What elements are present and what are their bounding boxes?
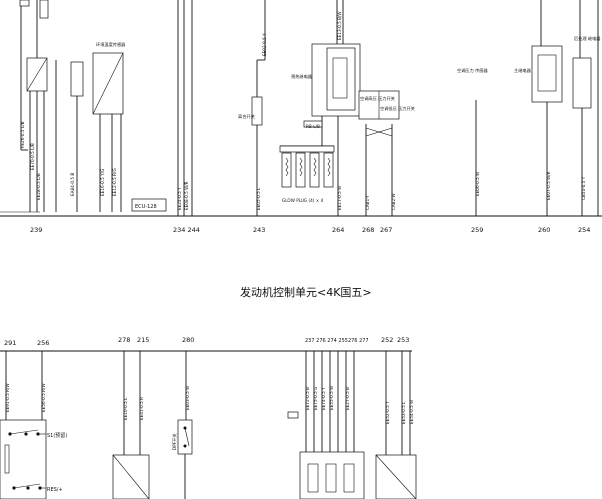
pin-234-244: 234 244	[173, 226, 200, 234]
pin-254: 254	[578, 226, 590, 234]
switch-s1	[8, 429, 46, 436]
aftertreat-relay-label: 后处理 继电器	[574, 35, 601, 42]
wire-code: EE17-0.5 W	[337, 186, 342, 210]
switch-res	[12, 483, 46, 490]
pin-259: 259	[471, 226, 483, 234]
dpf-label: DPF开关	[171, 433, 178, 450]
pin-264: 264	[332, 226, 344, 234]
clutch-label: 离合开关	[238, 113, 255, 120]
top-left-connector	[19, 0, 30, 7]
glow-relay-label: 预热继电器	[291, 73, 313, 80]
wire-code: EE27-0.5 B	[345, 387, 350, 410]
wire-code: EE24-0.5 Y	[177, 187, 182, 210]
wire-code: EE75-0.5 G	[313, 387, 318, 410]
env-sensor-label: 环境温度传感器	[96, 41, 126, 48]
fuse-label: RB-L/B	[306, 124, 320, 129]
pin-243: 243	[253, 226, 265, 234]
clutch-switch	[251, 96, 263, 126]
wire-code: EE55-0.5 W	[329, 386, 334, 410]
pedal-sensor-module	[287, 351, 365, 499]
wire-code: EE13-0.5 B/W	[337, 11, 342, 40]
switch-s1-label: S1(预留)	[47, 432, 67, 439]
aftertreat-relay	[572, 57, 592, 109]
pin-252: 252	[381, 336, 393, 344]
wire-code: EE72-0.5 B	[305, 387, 310, 410]
pin-280: 280	[182, 336, 194, 344]
switch-res-label: RES/+	[47, 487, 63, 493]
wire-code: EE56-0.5 R/W	[41, 383, 46, 412]
wire-code: EE74-0.5 Y	[321, 387, 326, 410]
pin-253: 253	[397, 336, 409, 344]
wire-code: CA82-W	[391, 193, 396, 210]
ac-low-label: 空调低压 压力开关	[380, 105, 415, 112]
wire-code: EE07-0.5 W/R	[546, 171, 551, 200]
wire-code: EA84-0.5 B	[70, 173, 75, 196]
glow-plug-label: GLOW PLUG (4) × 4	[282, 198, 324, 203]
wire-code: EE03-0.5 W	[185, 386, 190, 410]
wire-code: CA81-Y	[365, 195, 370, 210]
diagram-title: 发动机控制单元<4K国五>	[240, 285, 372, 299]
wire-code: EE91-0.5 R/W	[5, 383, 10, 412]
wire-code: EE10-0.5 L	[123, 397, 128, 420]
wire-code: EE41-0.5 R	[139, 397, 144, 420]
wire-code: EE52-0.5 Y	[385, 401, 390, 424]
wire-code: EE16-0.5 Y/G	[100, 169, 105, 196]
fuse-block	[303, 120, 323, 128]
pin-278: 278	[118, 336, 130, 344]
glow-plug-group	[281, 152, 334, 188]
pin-291: 291	[4, 339, 16, 347]
pin-215: 215	[137, 336, 149, 344]
dpf-switch	[177, 419, 193, 455]
pin-256: 256	[37, 339, 49, 347]
wire-code: EE02-0.5 Y	[262, 33, 267, 56]
main-relay	[531, 45, 563, 103]
env-sensor-connector	[70, 61, 84, 97]
wire-code: EE05-0.5 L	[256, 187, 261, 210]
main-relay-label: 主继电器	[514, 67, 532, 74]
wire-code: EE53-0.5 L	[401, 401, 406, 424]
wire-code: EE08-0.5 W/R	[184, 181, 189, 210]
top-wire-codes: FE26-0.5 L/B EE70-0.5 L/B EE28-0.5 L/B E…	[20, 11, 586, 210]
bottom-wire-codes: EE91-0.5 R/W EE56-0.5 R/W EE10-0.5 L EE4…	[5, 383, 414, 424]
ecu-label: ECU-128	[135, 204, 157, 210]
wire-code: EE54-0.5 W	[409, 400, 414, 424]
wire-code: EE12-0.5 R/G	[112, 168, 117, 196]
wire-code: FE26-0.5 L/B	[20, 121, 25, 148]
pin-268: 268	[362, 226, 374, 234]
ac-sensor-label: 空调压力 传感器	[457, 67, 488, 74]
pin-239: 239	[30, 226, 42, 234]
ac-high-label: 空调高压 压力开关	[360, 95, 395, 102]
wire-code: EE06-0.5 W	[475, 172, 480, 196]
pin-267: 267	[380, 226, 392, 234]
wire-code: EE28-0.5 L/B	[36, 173, 41, 200]
wire-code: CB54-0.5 Y	[581, 176, 586, 200]
pin-260: 260	[538, 226, 550, 234]
pin-group-multi: 237 276 274 255276 277	[305, 338, 369, 344]
wire-code: EE70-0.5 L/B	[30, 143, 35, 170]
ecu-box	[131, 198, 167, 212]
